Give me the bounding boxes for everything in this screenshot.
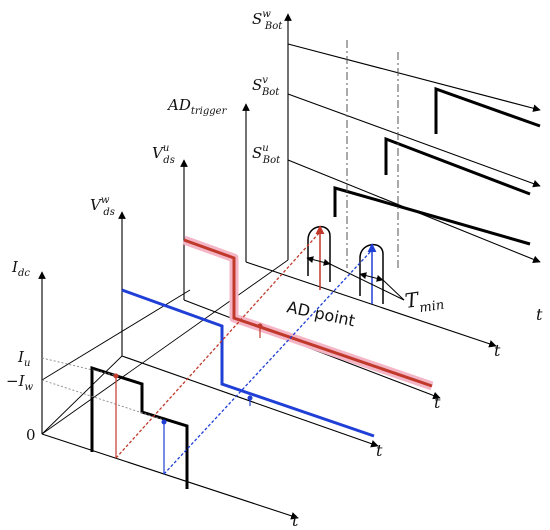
vds-w-trace [121,288,375,438]
ad-point-label: AD point [285,297,357,330]
s-bot-w-time-axis [287,43,541,112]
ad-trigger-time-axis [245,261,497,348]
t-label-idc: t [292,511,299,530]
s-bot-v-pulse [384,136,531,196]
vds-w-sample-point [247,395,253,401]
tmin-brackets [306,256,405,301]
label-ad-trigger: ADtrigger [166,96,228,117]
label-neg-iw: −Iw [6,372,34,393]
s-bot-pwm-signals [333,86,541,246]
s-bot-w-pulse [434,86,541,134]
vds-u-sample-point [257,323,263,329]
idc-pulse [90,365,189,489]
idc-time-axis [41,433,299,520]
vds-u-trace [183,238,433,388]
tmin-label: Tmin [403,284,445,318]
depth-guides [41,259,289,435]
t-label-vds-w: t [376,441,383,460]
vertical-axes [38,13,292,434]
blue-sample-link [163,249,373,475]
label-zero: 0 [26,426,36,444]
idc-sample-point-red [113,373,119,379]
s-bot-u-pulse [333,186,531,246]
s-bot-v-time-axis [287,93,541,188]
dash-dot-guides [346,40,399,268]
label-iu: Iu [17,348,30,369]
t-label-ad-trigger: t [494,341,501,360]
idc-sample-point-blue [161,419,167,425]
time-axes [41,43,541,520]
t-label-vds-u: t [434,393,441,412]
ad-trigger-pulse-1 [307,226,331,282]
level-guides [41,357,165,421]
t-label-s-bot: t [536,305,543,324]
label-idc: Idc [11,258,30,279]
red-sample-link [115,231,321,459]
